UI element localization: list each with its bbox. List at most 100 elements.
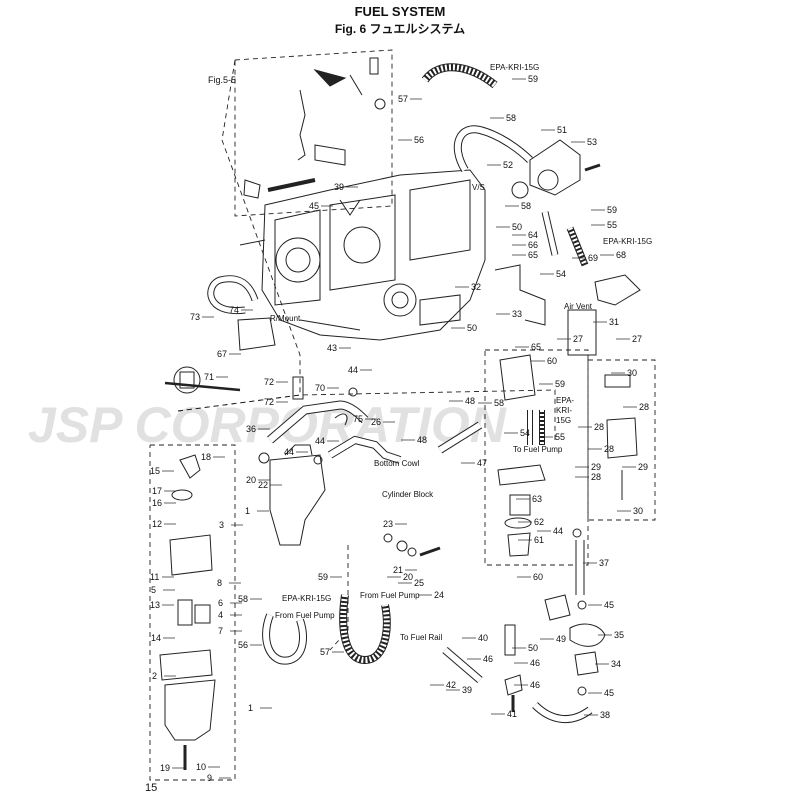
part-label-10: 10	[196, 762, 206, 772]
part-label-68: 68	[616, 250, 626, 260]
part-label-23: 23	[383, 519, 393, 529]
callout-r-mount: R/Mount	[270, 314, 301, 323]
part-label-42: 42	[446, 680, 456, 690]
part-label-66: 66	[528, 240, 538, 250]
part-label-58: 58	[238, 594, 248, 604]
part-label-53: 53	[587, 137, 597, 147]
callout-bottom-cowl: Bottom Cowl	[374, 459, 420, 468]
part-label-28: 28	[594, 422, 604, 432]
part-label-61: 61	[534, 535, 544, 545]
frame-leader-low	[329, 545, 349, 651]
components	[159, 139, 641, 770]
part-label-30: 30	[633, 506, 643, 516]
part-label-65: 65	[528, 250, 538, 260]
part-label-20: 20	[403, 572, 413, 582]
inset-parts	[243, 57, 386, 199]
part-label-72: 72	[264, 397, 274, 407]
inset-frame-fig55	[234, 49, 393, 217]
part-label-28: 28	[639, 402, 649, 412]
part-label-70: 70	[315, 383, 325, 393]
part-label-67: 67	[217, 349, 227, 359]
part-label-26: 26	[371, 417, 381, 427]
part-label-19: 19	[160, 763, 170, 773]
part-label-29: 29	[591, 462, 601, 472]
part-label-25: 25	[414, 578, 424, 588]
part-label-24: 24	[434, 590, 444, 600]
part-label-4: 4	[218, 610, 223, 620]
part-label-1: 1	[248, 703, 253, 713]
callout-texts: Fig.5-5 EPA-KRI-15G V/S EPA-KRI-15G R/Mo…	[208, 63, 652, 642]
part-label-28: 28	[604, 444, 614, 454]
part-label-21: 21	[393, 565, 403, 575]
page-number: 15	[145, 782, 158, 794]
part-label-56: 56	[238, 640, 248, 650]
watermark: JSP CORPORATION	[28, 397, 507, 453]
part-label-63: 63	[532, 494, 542, 504]
part-label-27: 27	[632, 334, 642, 344]
part-label-52: 52	[503, 160, 513, 170]
part-label-33: 33	[512, 309, 522, 319]
frame-part-60-group	[484, 349, 589, 566]
part-label-22: 22	[258, 480, 268, 490]
part-label-74: 74	[229, 305, 239, 315]
part-label-34: 34	[611, 659, 621, 669]
callout-from-fuel-pump-left: From Fuel Pump	[275, 611, 335, 620]
part-label-60: 60	[547, 356, 557, 366]
part-label-27: 27	[573, 334, 583, 344]
part-label-51: 51	[557, 125, 567, 135]
part-label-28: 28	[591, 472, 601, 482]
part-label-30: 30	[627, 368, 637, 378]
part-label-57: 57	[320, 647, 330, 657]
part-label-59: 59	[555, 379, 565, 389]
part-label-39: 39	[334, 182, 344, 192]
callout-epa-mid-3: 15G	[556, 416, 571, 425]
part-label-55: 55	[555, 432, 565, 442]
part-label-12: 12	[152, 519, 162, 529]
part-label-59: 59	[528, 74, 538, 84]
part-label-49: 49	[556, 634, 566, 644]
part-label-38: 38	[600, 710, 610, 720]
part-label-50: 50	[467, 323, 477, 333]
callout-vs: V/S	[472, 183, 485, 192]
part-label-41: 41	[507, 709, 517, 719]
part-label-64: 64	[528, 230, 538, 240]
part-label-45: 45	[309, 201, 319, 211]
part-label-54: 54	[520, 428, 530, 438]
part-label-20: 20	[246, 475, 256, 485]
part-label-29: 29	[638, 462, 648, 472]
part-label-48: 48	[417, 435, 427, 445]
part-label-47: 47	[477, 458, 487, 468]
part-label-60: 60	[533, 572, 543, 582]
part-label-2: 2	[152, 671, 157, 681]
part-label-62: 62	[534, 517, 544, 527]
part-label-44: 44	[284, 447, 294, 457]
part-label-50: 50	[512, 222, 522, 232]
part-label-48: 48	[465, 396, 475, 406]
part-label-14: 14	[151, 633, 161, 643]
callout-epa-top: EPA-KRI-15G	[490, 63, 539, 72]
callout-air-vent: Air Vent	[564, 302, 593, 311]
part-label-13: 13	[150, 600, 160, 610]
part-label-43: 43	[327, 343, 337, 353]
diagram-subtitle: Fig. 6 フュエルシステム	[334, 22, 466, 36]
part-label-45: 45	[604, 600, 614, 610]
callout-ref-fig: Fig.5-5	[208, 75, 236, 85]
part-label-1: 1	[245, 506, 250, 516]
part-label-73: 73	[190, 312, 200, 322]
part-label-72: 72	[264, 377, 274, 387]
part-label-54: 54	[556, 269, 566, 279]
part-label-46: 46	[530, 680, 540, 690]
part-label-46: 46	[530, 658, 540, 668]
callout-epa-mid-2: KRI-	[556, 406, 572, 415]
frame-part-1-group	[149, 444, 236, 781]
callout-to-fuel-rail: To Fuel Rail	[400, 633, 442, 642]
part-label-65: 65	[531, 342, 541, 352]
part-label-5: 5	[151, 585, 156, 595]
part-label-69: 69	[588, 253, 598, 263]
group-frames	[149, 49, 656, 781]
part-label-46: 46	[483, 654, 493, 664]
part-label-59: 59	[607, 205, 617, 215]
part-label-17: 17	[152, 486, 162, 496]
